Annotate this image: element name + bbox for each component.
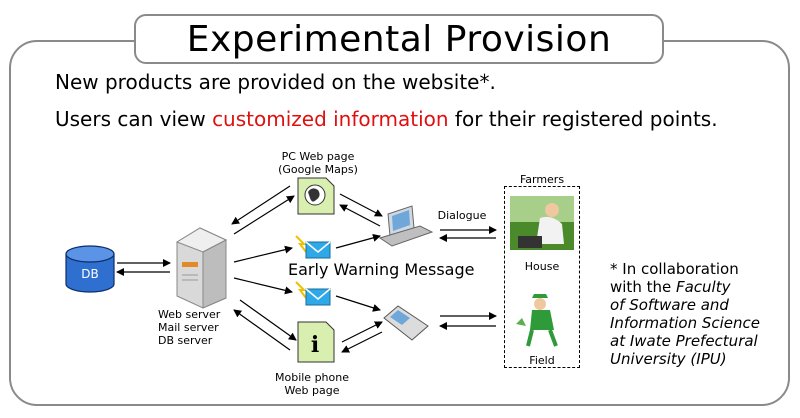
mail-envelope-icon [295,235,331,259]
page-title: Experimental Provision [186,18,612,60]
footnote-line-2-italic: Faculty [675,278,731,296]
database-icon [65,245,115,293]
intro-line-2-start: Users can view [55,107,213,131]
footnote-line-5-text: at Iwate Prefectural [610,332,758,350]
farmer-house-image [510,196,574,250]
footnote-line-4: Information Science [610,314,760,332]
farmers-label: Farmers [519,173,565,186]
footnote-line-2: with the Faculty [610,278,760,296]
intro-line-2: Users can view customized information fo… [55,107,718,131]
farmer-field-image [516,294,558,347]
svg-text:i: i [311,332,319,358]
footnote-line-3-text: of Software and [610,296,729,314]
footnote-line-6-text: University (IPU) [610,350,727,368]
pc-web-page-label-line-1: PC Web page [281,150,355,163]
mail-envelope-icon-2 [295,281,331,306]
title-box: Experimental Provision [134,14,664,64]
intro-highlight: customized information [212,107,449,131]
server-mobile-page-arrows [233,299,297,351]
footnote-line-5: at Iwate Prefectural [610,332,760,350]
pc-web-page-label: PC Web page (Google Maps) [268,150,368,176]
pc-web-page-icon [297,177,335,215]
pc-web-page-label-line-2: (Google Maps) [278,163,358,176]
server-mail-arrows [233,233,381,312]
mobile-web-page-icon: i [297,321,335,363]
footnote-line-6: University (IPU) [610,350,760,368]
server-label-line-2: Mail server [158,321,219,334]
footnote-line-2-prefix: with the [610,278,676,296]
early-warning-message-label: Early Warning Message [288,260,475,279]
server-pc-page-arrows [231,185,295,235]
db-label: DB [81,267,99,281]
mobile-web-page-label-line-2: Web page [284,384,340,397]
mobile-web-page-label-line-1: Mobile phone [274,371,349,384]
intro-line-1: New products are provided on the website… [55,70,496,94]
server-icon [175,227,228,309]
db-server-arrows [116,259,171,276]
pc-icon [378,205,434,247]
server-label-line-1: Web server [158,308,221,321]
footnote-line-4-text: Information Science [610,314,761,332]
house-label: House [524,260,560,273]
intro-line-2-end: for their registered points. [448,107,718,131]
field-label: Field [529,354,555,367]
server-label: Web server Mail server DB server [158,308,220,347]
dialogue-arrows [439,226,497,330]
mobile-page-phone-arrows [341,321,383,353]
dialogue-label: Dialogue [437,209,487,222]
mobile-phone-icon [383,305,429,341]
collaboration-footnote: * In collaboration with the Faculty of S… [610,260,760,368]
mobile-web-page-label: Mobile phone Web page [262,371,362,397]
footnote-line-3: of Software and [610,296,760,314]
server-label-line-3: DB server [158,334,213,347]
farmers-box [504,186,580,368]
footnote-line-1: * In collaboration [610,260,739,278]
pc-page-pc-arrows [339,193,383,227]
